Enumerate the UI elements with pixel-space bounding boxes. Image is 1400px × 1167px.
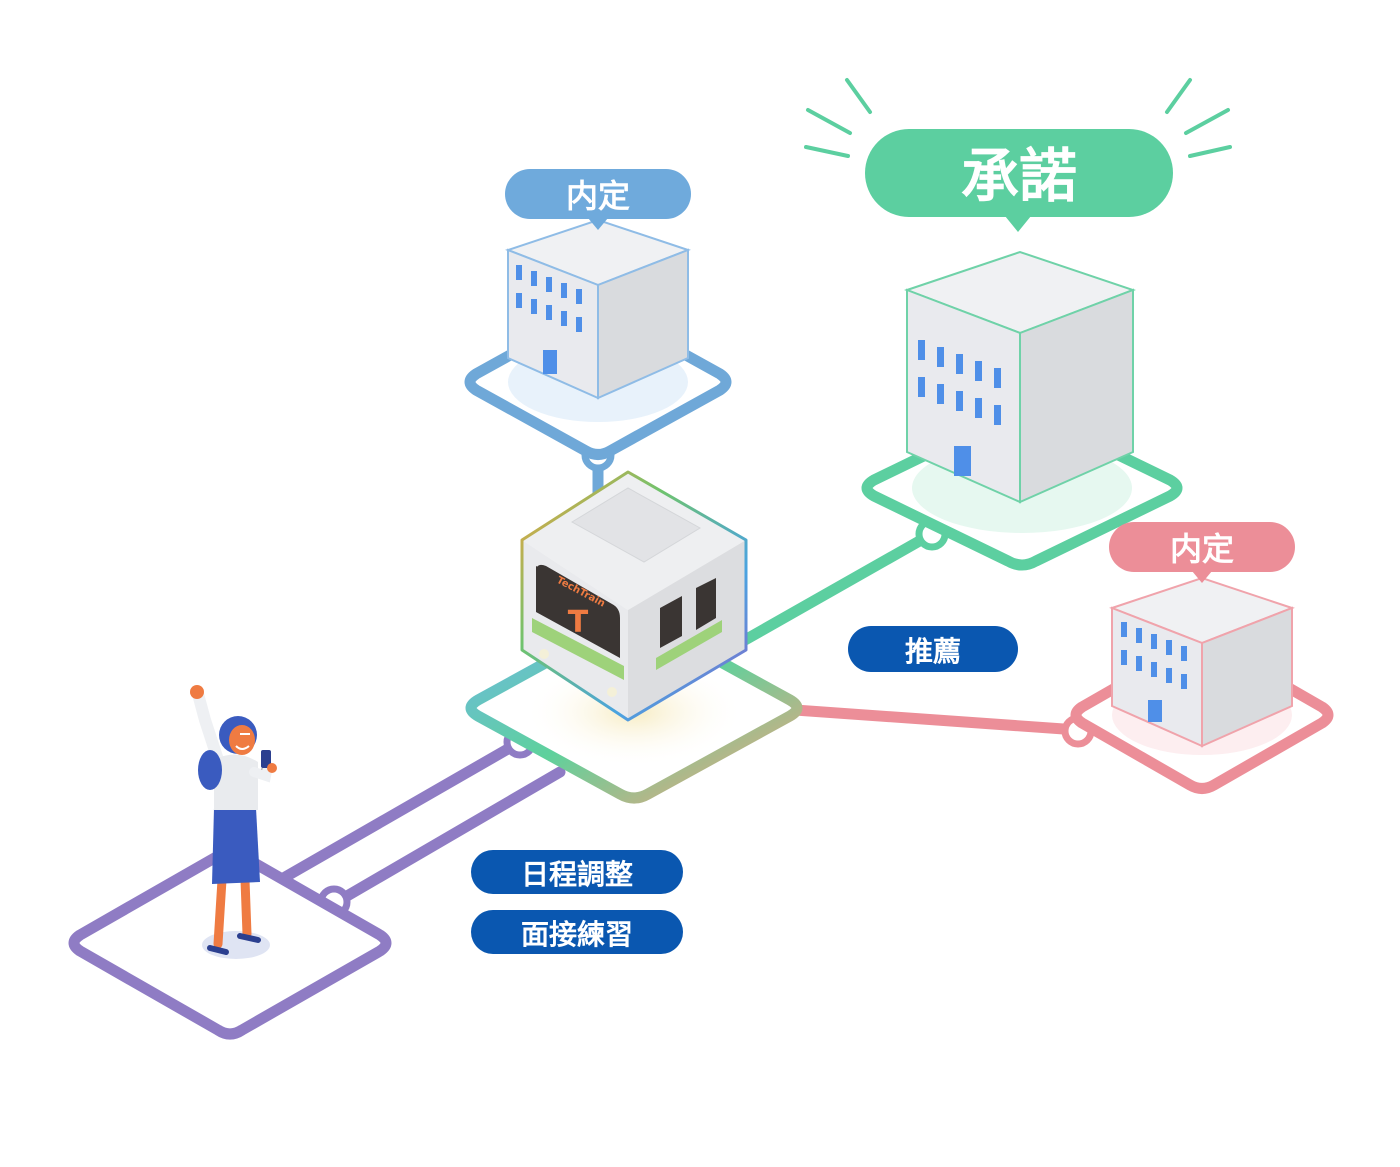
building-icon	[505, 218, 691, 400]
recommend-label: 推薦	[848, 626, 1018, 672]
company-top: 内定	[464, 169, 732, 460]
train-letter-text: T	[568, 605, 589, 640]
offer-bubble-right: 内定	[1109, 522, 1295, 583]
interview-label-text: 面接練習	[521, 918, 633, 951]
sparkle-lines	[804, 78, 1232, 158]
company-right: 内定	[1070, 522, 1334, 794]
schedule-label-text: 日程調整	[521, 858, 633, 891]
offer-bubble-top: 内定	[505, 169, 691, 230]
recommend-label-text: 推薦	[905, 635, 961, 668]
accept-bubble: 承諾	[865, 129, 1173, 232]
offer-bubble-right-text: 内定	[1170, 530, 1234, 568]
building-icon	[904, 250, 1136, 504]
company-accept: 承諾	[804, 78, 1232, 571]
offer-bubble-top-text: 内定	[566, 177, 630, 215]
building-icon	[1109, 576, 1295, 748]
techtrain-train: TechTrain T	[520, 470, 748, 722]
person-illustration	[190, 685, 277, 959]
interview-label: 面接練習	[471, 910, 683, 954]
green-route	[739, 517, 949, 646]
accept-bubble-text: 承諾	[961, 142, 1077, 210]
schedule-label: 日程調整	[471, 850, 683, 894]
pink-route	[789, 704, 1095, 748]
